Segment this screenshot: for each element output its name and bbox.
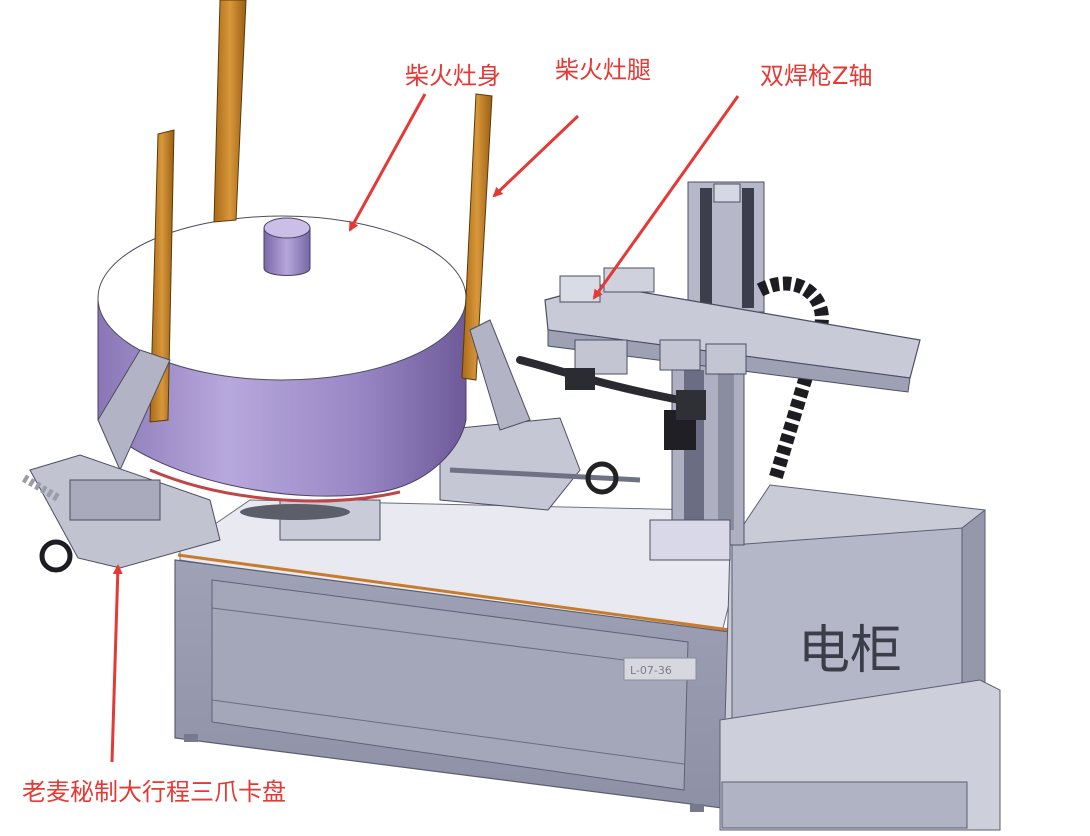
- electrical-cabinet: 电柜: [719, 484, 1001, 831]
- arrow-stove-body: [348, 93, 427, 232]
- label-three-jaw-chuck: 老麦秘制大行程三爪卡盘: [22, 778, 286, 806]
- label-stove-body: 柴火灶身: [405, 62, 501, 90]
- arrow-chuck: [110, 564, 123, 763]
- stove-drum: [97, 215, 467, 503]
- rear-fixture: [240, 417, 641, 541]
- annotation-arrows: [110, 93, 740, 763]
- arrow-z-axis: [592, 95, 740, 300]
- arrow-stove-legs: [492, 114, 580, 198]
- stove-legs: [97, 0, 531, 472]
- machine-base: [174, 499, 741, 812]
- three-jaw-chuck-assembly: [21, 454, 221, 573]
- base-tag-text: L-07-36: [630, 664, 672, 677]
- base-tag: L-07-36: [623, 657, 697, 681]
- label-dual-torch-z-axis: 双焊枪Z轴: [760, 62, 872, 90]
- torch-beam: [516, 267, 921, 450]
- label-stove-legs: 柴火灶腿: [555, 56, 651, 84]
- cabinet-label: 电柜: [798, 621, 902, 681]
